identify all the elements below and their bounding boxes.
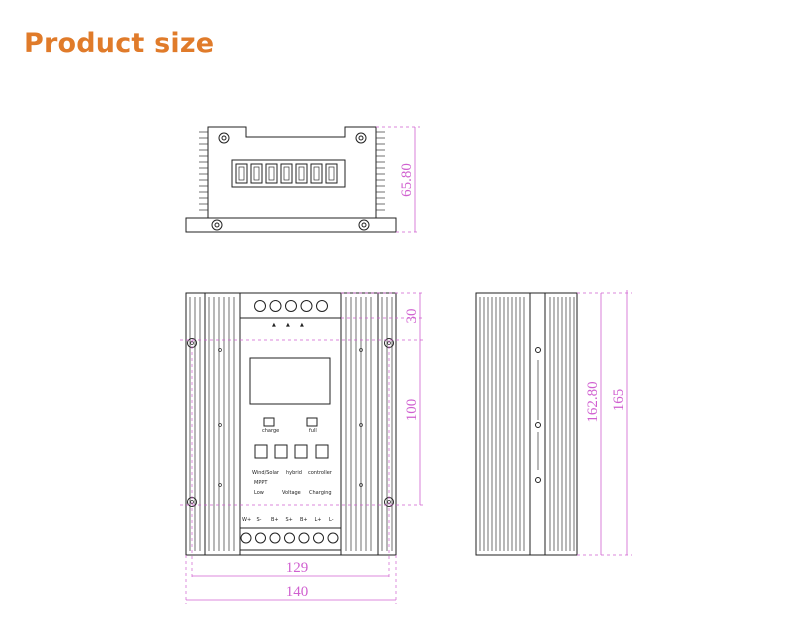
panel-text-hybrid: hybrid <box>286 470 302 476</box>
dimension-side: 162.80 165 <box>577 290 632 556</box>
dimension-label-162-80: 162.80 <box>585 381 601 422</box>
dimension-top-height: 65.80 <box>376 126 420 233</box>
page-title: Product size <box>24 28 215 59</box>
side-view-fins <box>479 297 575 551</box>
top-view <box>185 126 397 233</box>
side-view <box>475 292 578 556</box>
panel-text-controller: controller <box>308 470 333 476</box>
front-top-terminal-block: ▲ ▲ ▲ <box>254 300 328 328</box>
panel-button-2 <box>274 444 288 459</box>
terminal-label: L- <box>329 517 334 523</box>
top-view-terminal-sockets <box>235 163 338 184</box>
dimension-front: 30 100 129 140 <box>180 292 425 604</box>
top-view-fins-right <box>376 131 385 211</box>
terminal-label: B+ <box>271 517 279 523</box>
dimension-label-129: 129 <box>286 560 309 576</box>
led-indicator-full <box>306 417 318 427</box>
panel-text-wind-solar: Wind/Solar <box>252 470 280 476</box>
front-view: ▲ ▲ ▲ W+ S- B+ S+ B+ L+ L- charge full Wind/Sola… <box>185 292 397 556</box>
led-label-full: full <box>309 428 317 434</box>
terminal-label: S- <box>257 517 262 523</box>
panel-text-voltage: Voltage <box>282 490 301 496</box>
led-indicator-charge <box>263 417 275 427</box>
terminal-label: L+ <box>315 517 322 523</box>
terminal-label: W+ <box>242 517 251 523</box>
lcd-display <box>249 357 331 405</box>
panel-button-4 <box>315 444 329 459</box>
dimension-label-165: 165 <box>611 389 627 412</box>
mounting-holes <box>187 338 394 507</box>
panel-text-low: Low <box>254 490 264 496</box>
panel-text-mppt: MPPT <box>254 480 268 486</box>
front-view-fins-right <box>345 297 393 551</box>
top-terminal-mark: ▲ <box>286 322 290 328</box>
dimension-label-65-80: 65.80 <box>399 163 415 197</box>
front-bottom-terminal-block: W+ S- B+ S+ B+ L+ L- <box>240 517 339 544</box>
front-view-fins-left <box>189 297 235 551</box>
panel-text-charging: Charging <box>309 490 332 496</box>
panel-button-1 <box>254 444 268 459</box>
panel-button-3 <box>294 444 308 459</box>
led-label-charge: charge <box>262 428 279 434</box>
dimension-label-140: 140 <box>286 584 309 600</box>
top-terminal-mark: ▲ <box>300 322 304 328</box>
top-view-fins-left <box>199 131 208 211</box>
top-terminal-mark: ▲ <box>272 322 276 328</box>
terminal-label: S+ <box>286 517 293 523</box>
dimension-label-30: 30 <box>404 309 420 324</box>
dimension-label-100: 100 <box>404 399 420 422</box>
terminal-label: B+ <box>300 517 308 523</box>
